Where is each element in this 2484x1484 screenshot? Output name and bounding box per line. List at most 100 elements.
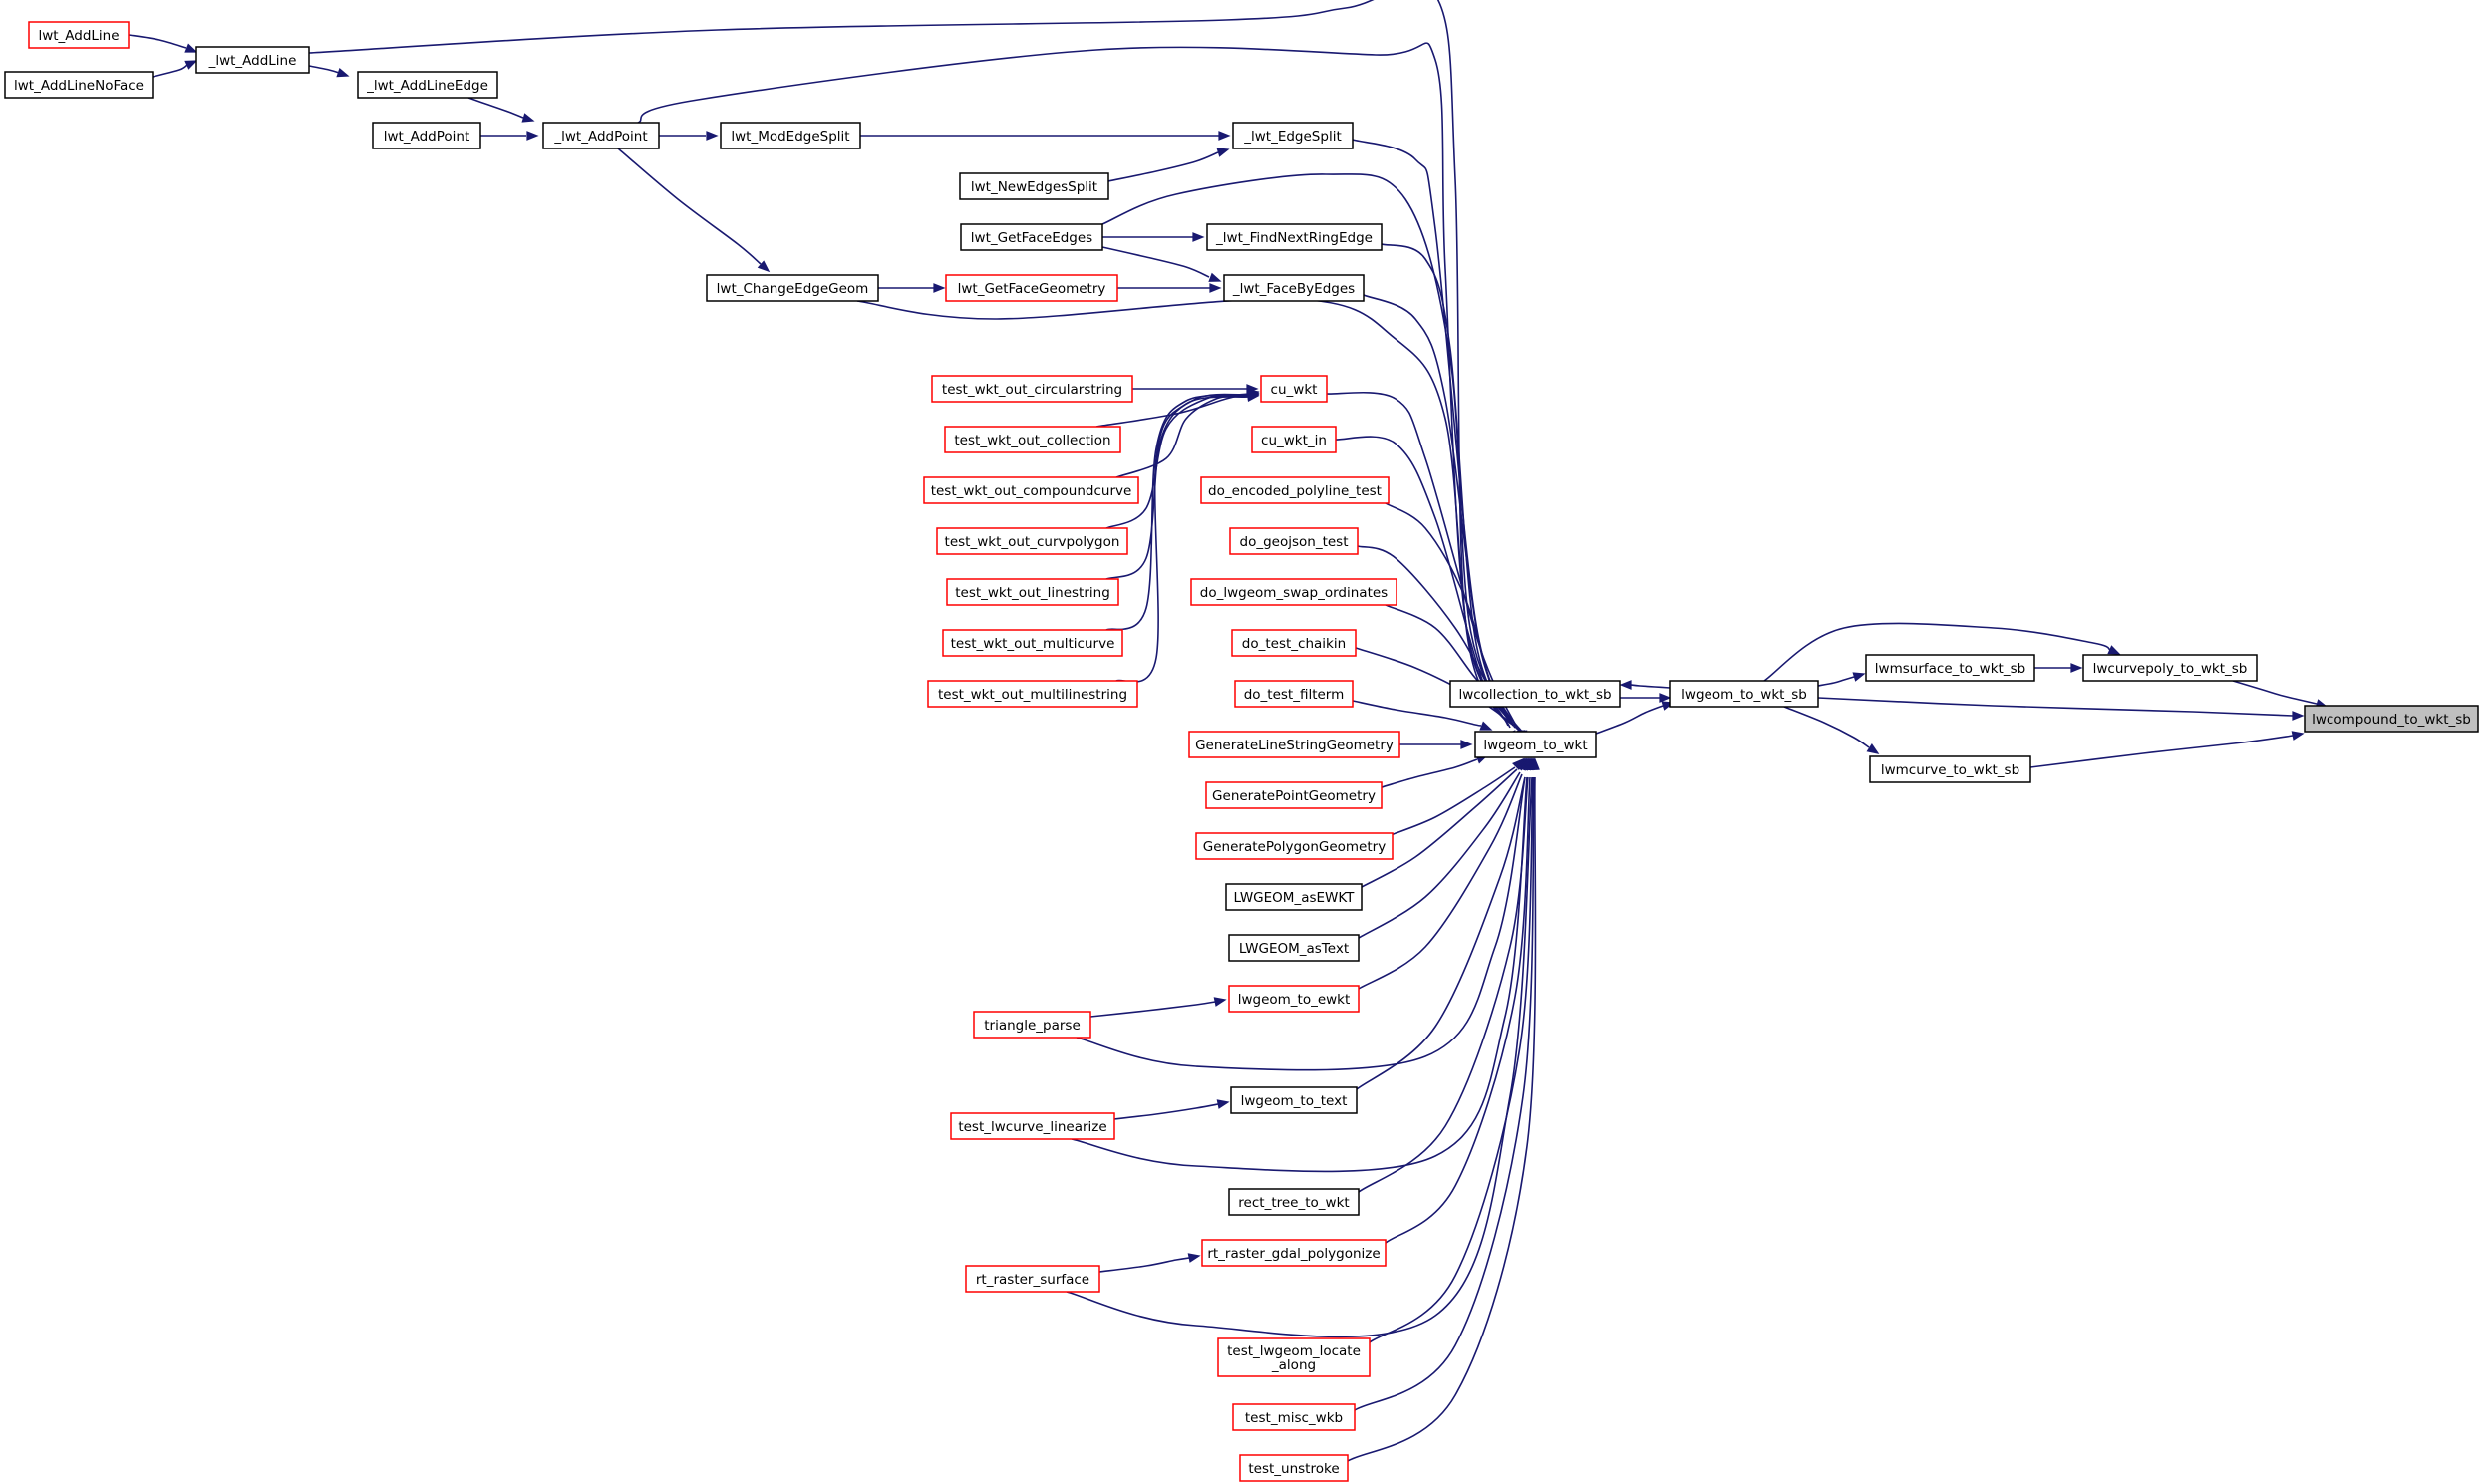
node-lwt_NewEdgesSplit[interactable]: lwt_NewEdgesSplit [959,172,1109,200]
node-LWGEOM_asText[interactable]: LWGEOM_asText [1228,934,1360,962]
node-lwcompound_to_wkt_sb[interactable]: lwcompound_to_wkt_sb [2304,705,2479,733]
node-triangle_parse[interactable]: triangle_parse [973,1011,1091,1039]
edge-line [1783,706,1870,748]
node-rt_raster_gdal_polygonize[interactable]: rt_raster_gdal_polygonize [1201,1239,1387,1267]
node-lwt_ChangeEdgeGeom[interactable]: lwt_ChangeEdgeGeom [706,274,879,302]
edge-arrowhead [2107,645,2121,655]
node-lwt_GetFaceEdges[interactable]: lwt_GetFaceEdges [960,223,1103,251]
node-lwgeom_to_ewkt[interactable]: lwgeom_to_ewkt [1228,985,1360,1013]
node-_lwt_AddPoint[interactable]: _lwt_AddPoint [542,122,660,149]
edge-arrowhead [1187,1253,1201,1263]
node-label: lwt_NewEdgesSplit [971,179,1097,195]
node-box [2082,654,2258,682]
node-test_unstroke[interactable]: test_unstroke [1239,1454,1349,1482]
node-do_lwgeom_swap_ordinates[interactable]: do_lwgeom_swap_ordinates [1190,578,1397,606]
node-box [706,274,879,302]
node-lwmsurface_to_wkt_sb[interactable]: lwmsurface_to_wkt_sb [1865,654,2035,682]
node-test_lwcurve_linearize[interactable]: test_lwcurve_linearize [950,1112,1115,1140]
node-label: lwgeom_to_ewkt [1238,992,1351,1008]
node-lwcurvepoly_to_wkt_sb[interactable]: lwcurvepoly_to_wkt_sb [2082,654,2258,682]
node-cu_wkt[interactable]: cu_wkt [1260,375,1328,403]
node-lwmcurve_to_wkt_sb[interactable]: lwmcurve_to_wkt_sb [1869,755,2031,783]
edge-line [1817,676,1855,687]
node-lwt_AddLineNoFace[interactable]: lwt_AddLineNoFace [4,71,154,99]
edge-lwt_ChangeEdgeGeom-to-lwgeom_to_wkt [856,297,1522,743]
edge-line [1113,1103,1219,1120]
node-_lwt_EdgeSplit[interactable]: _lwt_EdgeSplit [1232,122,1354,149]
node-lwgeom_to_wkt[interactable]: lwgeom_to_wkt [1474,731,1597,758]
node-lwt_ModEdgeSplit[interactable]: lwt_ModEdgeSplit [720,122,861,149]
node-box [1205,781,1383,809]
node-box [1239,1454,1349,1482]
node-_lwt_FindNextRingEdge[interactable]: _lwt_FindNextRingEdge [1206,223,1383,251]
node-lwt_AddPoint[interactable]: lwt_AddPoint [372,122,481,149]
node-test_wkt_out_multilinestring[interactable]: test_wkt_out_multilinestring [927,680,1138,708]
node-test_wkt_out_collection[interactable]: test_wkt_out_collection [944,426,1121,453]
node-test_misc_wkb[interactable]: test_misc_wkb [1232,1403,1356,1431]
node-test_wkt_out_circularstring[interactable]: test_wkt_out_circularstring [931,375,1133,403]
edge-line [1105,394,1250,631]
call-graph-nodes: lwt_AddLine lwt_AddLineNoFace _lwt_AddLine… [4,21,2479,1482]
node-lwcollection_to_wkt_sb[interactable]: lwcollection_to_wkt_sb [1449,680,1621,708]
edge-arrowhead [1530,757,1540,770]
node-label: LWGEOM_asText [1239,941,1349,957]
node-box [1228,985,1360,1013]
edge-line [1105,394,1250,529]
node-lwt_GetFaceGeometry[interactable]: lwt_GetFaceGeometry [945,274,1118,302]
node-label: lwcompound_to_wkt_sb [2312,712,2471,728]
node-box [936,527,1128,555]
node-GeneratePointGeometry[interactable]: GeneratePointGeometry [1205,781,1383,809]
edge-line [1817,697,2294,717]
node-cu_wkt_in[interactable]: cu_wkt_in [1251,426,1337,453]
node-box [931,375,1133,403]
edge-test_unstroke-to-lwgeom_to_wkt [1347,757,1540,1462]
node-test_wkt_out_multicurve[interactable]: test_wkt_out_multicurve [942,629,1123,657]
edge-_lwt_AddLineEdge-to-_lwt_AddPoint [467,97,535,123]
edge-arrowhead [706,131,719,141]
node-lwgeom_to_wkt_sb[interactable]: lwgeom_to_wkt_sb [1669,680,1819,708]
edge-arrowhead [1479,721,1493,731]
edge-arrowhead [1192,232,1205,242]
node-do_test_chaikin[interactable]: do_test_chaikin [1231,629,1357,657]
node-_lwt_FaceByEdges[interactable]: _lwt_FaceByEdges [1223,274,1365,302]
node-test_lwgeom_locate_along[interactable]: test_lwgeom_locate_along [1217,1337,1371,1377]
node-test_wkt_out_linestring[interactable]: test_wkt_out_linestring [946,578,1119,606]
edge-_lwt_AddPoint-to-lwt_ChangeEdgeGeom [617,148,771,273]
node-test_wkt_out_curvpolygon[interactable]: test_wkt_out_curvpolygon [936,527,1128,555]
node-label: _lwt_AddLineEdge [366,78,488,94]
node-do_encoded_polyline_test[interactable]: do_encoded_polyline_test [1200,476,1390,504]
node-box [1225,883,1363,911]
node-GeneratePolygonGeometry[interactable]: GeneratePolygonGeometry [1195,832,1394,860]
node-box [1200,476,1390,504]
edge-lwcollection_to_wkt_sb-to-lwgeom_to_wkt_sb [1620,693,1672,703]
edge-line [2232,680,2318,705]
edge-line [1066,776,1533,1338]
node-_lwt_AddLineEdge[interactable]: _lwt_AddLineEdge [357,71,498,99]
node-_lwt_AddLine[interactable]: _lwt_AddLine [195,46,310,74]
call-graph-edges [128,0,2329,1462]
node-lwgeom_to_text[interactable]: lwgeom_to_text [1230,1086,1358,1114]
edge-arrowhead [1213,997,1227,1007]
edge-arrowhead [1209,283,1222,293]
edge-line [1101,173,1514,727]
node-test_wkt_out_compoundcurve[interactable]: test_wkt_out_compoundcurve [923,476,1139,504]
node-rt_raster_surface[interactable]: rt_raster_surface [965,1265,1100,1293]
edge-_lwt_AddPoint-to-lwt_ModEdgeSplit [659,131,719,141]
node-LWGEOM_asEWKT[interactable]: LWGEOM_asEWKT [1225,883,1363,911]
node-do_test_filterm[interactable]: do_test_filterm [1234,680,1354,708]
edge-line [1347,776,1537,1462]
edge-lwt_GetFaceEdges-to-_lwt_FaceByEdges [1101,246,1222,282]
node-rect_tree_to_wkt[interactable]: rect_tree_to_wkt [1228,1188,1360,1216]
edge-arrowhead [1866,743,1880,754]
node-lwt_AddLine[interactable]: lwt_AddLine [28,21,130,49]
node-box [965,1265,1100,1293]
edge-line [1089,1001,1216,1018]
node-box [1231,629,1357,657]
node-label: _lwt_AddLine [208,53,297,69]
node-label: lwmsurface_to_wkt_sb [1875,661,2025,677]
node-do_geojson_test[interactable]: do_geojson_test [1229,527,1359,555]
node-box [1206,223,1383,251]
node-GenerateLineStringGeometry[interactable]: GenerateLineStringGeometry [1188,731,1400,758]
edge-GeneratePointGeometry-to-lwgeom_to_wkt [1381,754,1489,788]
